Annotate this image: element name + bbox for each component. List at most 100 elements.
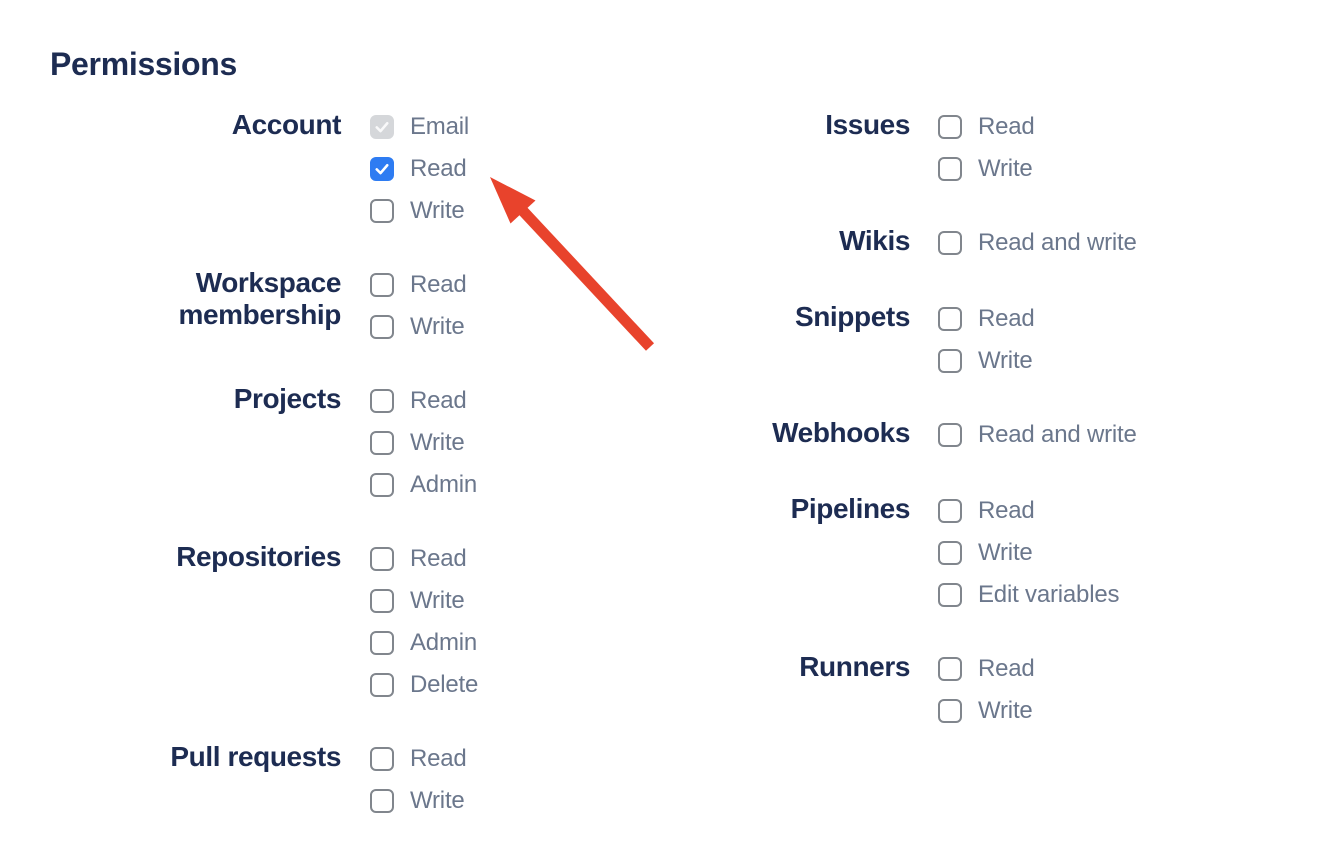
checkbox-label: Read and write — [978, 229, 1137, 256]
checkbox-label: Edit variables — [978, 581, 1120, 608]
checkbox-row-pull-requests-write[interactable]: Write — [370, 789, 467, 813]
group-label-account: Account — [231, 109, 342, 140]
checkbox-label: Read and write — [978, 421, 1137, 448]
checkbox-row-webhooks-read-write[interactable]: Read and write — [938, 423, 1137, 447]
checkbox-pull-requests-write[interactable] — [370, 789, 394, 813]
checkbox-label: Read — [410, 745, 467, 772]
checkbox-repositories-read[interactable] — [370, 547, 394, 571]
permission-group-pull-requests: Pull requests Read Write — [161, 741, 478, 813]
checkbox-row-projects-admin[interactable]: Admin — [370, 473, 477, 497]
checkbox-account-email — [370, 115, 394, 139]
permission-group-account: Account Email Read Write — [161, 109, 478, 223]
checkbox-row-runners-write[interactable]: Write — [938, 699, 1035, 723]
checkbox-row-issues-write[interactable]: Write — [938, 157, 1035, 181]
group-label-pull-requests: Pull requests — [170, 741, 341, 772]
permission-group-snippets: Snippets Read Write — [760, 301, 1137, 373]
checkbox-row-repositories-write[interactable]: Write — [370, 589, 478, 613]
checkbox-wikis-read-write[interactable] — [938, 231, 962, 255]
group-label-repositories: Repositories — [176, 541, 341, 572]
checkbox-row-projects-write[interactable]: Write — [370, 431, 477, 455]
checkbox-row-snippets-read[interactable]: Read — [938, 307, 1035, 331]
checkbox-row-snippets-write[interactable]: Write — [938, 349, 1035, 373]
checkbox-row-workspace-read[interactable]: Read — [370, 273, 467, 297]
checkbox-row-pull-requests-read[interactable]: Read — [370, 747, 467, 771]
page-title: Permissions — [50, 46, 238, 82]
group-label-projects: Projects — [233, 383, 342, 414]
checkbox-label: Read — [410, 545, 467, 572]
checkbox-label: Write — [410, 429, 465, 456]
checkbox-issues-write[interactable] — [938, 157, 962, 181]
checkbox-snippets-write[interactable] — [938, 349, 962, 373]
checkbox-label: Write — [978, 697, 1033, 724]
checkbox-label: Delete — [410, 671, 479, 698]
checkbox-row-issues-read[interactable]: Read — [938, 115, 1035, 139]
checkbox-projects-write[interactable] — [370, 431, 394, 455]
checkbox-runners-read[interactable] — [938, 657, 962, 681]
checkbox-repositories-write[interactable] — [370, 589, 394, 613]
checkbox-label: Read — [978, 305, 1035, 332]
checkbox-pipelines-read[interactable] — [938, 499, 962, 523]
checkbox-projects-read[interactable] — [370, 389, 394, 413]
checkbox-row-pipelines-read[interactable]: Read — [938, 499, 1119, 523]
checkbox-label: Write — [978, 347, 1033, 374]
checkbox-workspace-write[interactable] — [370, 315, 394, 339]
checkbox-label: Read — [978, 113, 1035, 140]
checkbox-row-repositories-read[interactable]: Read — [370, 547, 478, 571]
permission-group-runners: Runners Read Write — [760, 651, 1137, 723]
checkbox-row-runners-read[interactable]: Read — [938, 657, 1035, 681]
checkbox-label: Email — [410, 113, 470, 140]
checkbox-issues-read[interactable] — [938, 115, 962, 139]
checkbox-runners-write[interactable] — [938, 699, 962, 723]
arrow-shaft — [518, 207, 655, 351]
checkbox-row-repositories-delete[interactable]: Delete — [370, 673, 478, 697]
checkbox-repositories-delete[interactable] — [370, 673, 394, 697]
checkbox-label: Write — [978, 539, 1033, 566]
group-label-pipelines: Pipelines — [790, 493, 911, 524]
checkbox-workspace-read[interactable] — [370, 273, 394, 297]
permission-group-webhooks: Webhooks Read and write — [760, 417, 1137, 449]
checkbox-row-pipelines-write[interactable]: Write — [938, 541, 1119, 565]
checkbox-label: Read — [410, 155, 467, 182]
checkbox-row-account-read[interactable]: Read — [370, 157, 469, 181]
checkbox-label: Write — [410, 197, 465, 224]
group-label-snippets: Snippets — [794, 301, 910, 332]
checkbox-row-projects-read[interactable]: Read — [370, 389, 477, 413]
checkbox-label: Read — [978, 655, 1035, 682]
checkbox-account-read[interactable] — [370, 157, 394, 181]
checkbox-row-account-email: Email — [370, 115, 469, 139]
checkbox-label: Read — [410, 271, 467, 298]
permissions-column-right: Issues Read Write Wikis Read and write — [760, 109, 1137, 723]
checkbox-row-repositories-admin[interactable]: Admin — [370, 631, 478, 655]
permission-group-pipelines: Pipelines Read Write Edit variables — [760, 493, 1137, 607]
permissions-column-left: Account Email Read Write Workspace membe… — [161, 109, 478, 813]
permission-group-repositories: Repositories Read Write Admin Delete — [161, 541, 478, 697]
checkbox-label: Read — [410, 387, 467, 414]
checkbox-row-workspace-write[interactable]: Write — [370, 315, 467, 339]
checkbox-repositories-admin[interactable] — [370, 631, 394, 655]
checkbox-row-wikis-read-write[interactable]: Read and write — [938, 231, 1137, 255]
checkbox-webhooks-read-write[interactable] — [938, 423, 962, 447]
group-label-wikis: Wikis — [839, 225, 910, 256]
checkbox-label: Read — [978, 497, 1035, 524]
checkbox-pull-requests-read[interactable] — [370, 747, 394, 771]
checkbox-label: Write — [410, 587, 465, 614]
checkbox-row-pipelines-edit-variables[interactable]: Edit variables — [938, 583, 1119, 607]
checkbox-label: Admin — [410, 471, 478, 498]
permission-group-issues: Issues Read Write — [760, 109, 1137, 181]
group-label-runners: Runners — [799, 651, 910, 682]
permission-group-workspace-membership: Workspace membership Read Write — [161, 267, 478, 339]
checkbox-snippets-read[interactable] — [938, 307, 962, 331]
checkbox-account-write[interactable] — [370, 199, 394, 223]
checkbox-pipelines-write[interactable] — [938, 541, 962, 565]
checkbox-pipelines-edit-variables[interactable] — [938, 583, 962, 607]
checkbox-row-account-write[interactable]: Write — [370, 199, 469, 223]
group-label-webhooks: Webhooks — [772, 417, 910, 448]
permission-group-projects: Projects Read Write Admin — [161, 383, 478, 497]
arrow-head — [490, 177, 536, 224]
group-label-issues: Issues — [825, 109, 910, 140]
checkbox-label: Write — [978, 155, 1033, 182]
checkbox-label: Write — [410, 313, 465, 340]
checkbox-projects-admin[interactable] — [370, 473, 394, 497]
permission-group-wikis: Wikis Read and write — [760, 225, 1137, 257]
